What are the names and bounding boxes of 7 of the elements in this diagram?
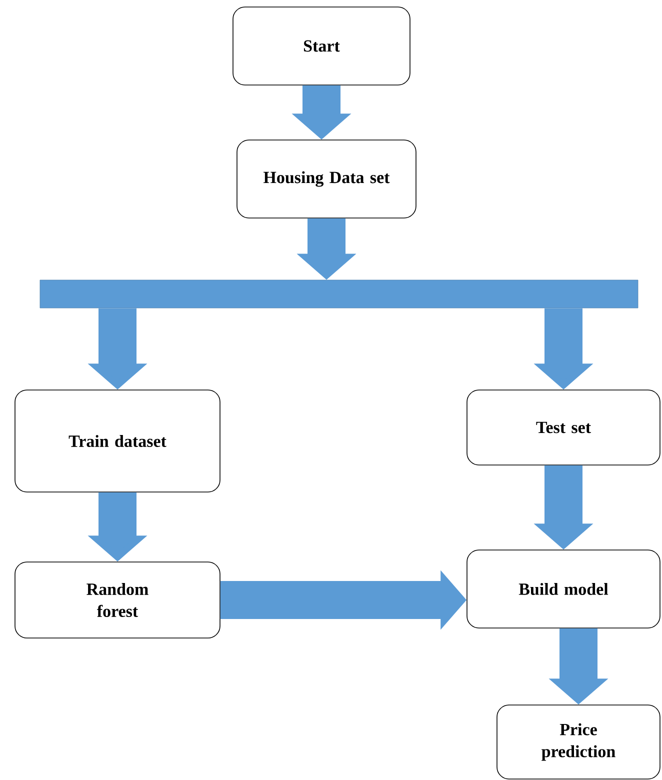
process-box: Random forest [14,562,220,638]
process-box: Price prediction [496,704,660,780]
process-box: Build model [466,550,660,628]
process-box: Test set [466,390,660,466]
process-box: Train dataset [14,390,220,492]
process-box: Housing Data set [236,140,416,218]
process-box: Start [232,6,410,86]
